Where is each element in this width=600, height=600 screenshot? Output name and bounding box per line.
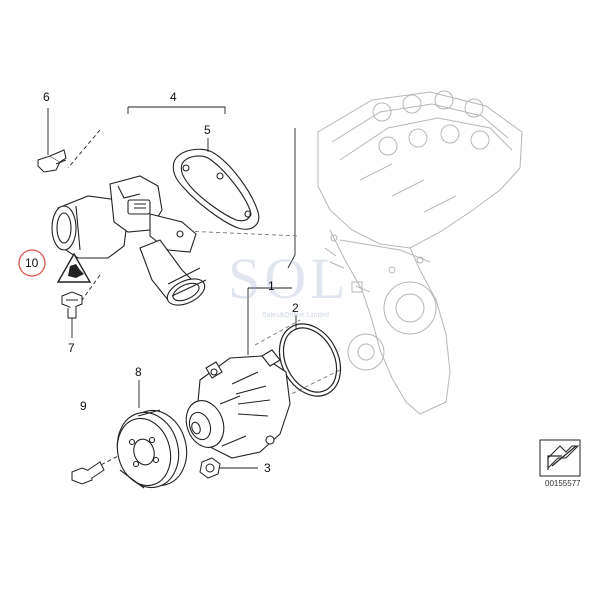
callout-7: 7 xyxy=(68,341,75,355)
direction-arrow-icon xyxy=(539,439,581,477)
callout-9: 9 xyxy=(80,399,87,413)
callout-5: 5 xyxy=(204,123,211,137)
watermark-subtitle: Sales&Online Limited xyxy=(262,312,329,319)
callout-3: 3 xyxy=(264,461,271,475)
callout-4: 4 xyxy=(170,90,177,104)
nut-3 xyxy=(199,457,221,479)
bolt-9 xyxy=(71,461,105,485)
engine-block xyxy=(317,90,523,415)
catalog-number: 00155577 xyxy=(545,479,581,488)
callout-6: 6 xyxy=(43,90,50,104)
callout-8: 8 xyxy=(135,365,142,379)
thermostat-housing-10 xyxy=(51,175,207,306)
bolt-6 xyxy=(37,149,67,173)
callout-2: 2 xyxy=(292,301,299,315)
triangle-hand-warning-icon xyxy=(56,252,92,283)
callout-10: 10 xyxy=(25,256,39,270)
callout-10-highlight xyxy=(18,249,46,277)
gasket-5 xyxy=(172,148,260,230)
watermark-logo: SOL xyxy=(228,246,350,311)
bolt-7 xyxy=(61,291,83,319)
pulley-8 xyxy=(116,409,188,489)
water-pump-1 xyxy=(185,349,291,459)
callout-1: 1 xyxy=(268,279,275,293)
